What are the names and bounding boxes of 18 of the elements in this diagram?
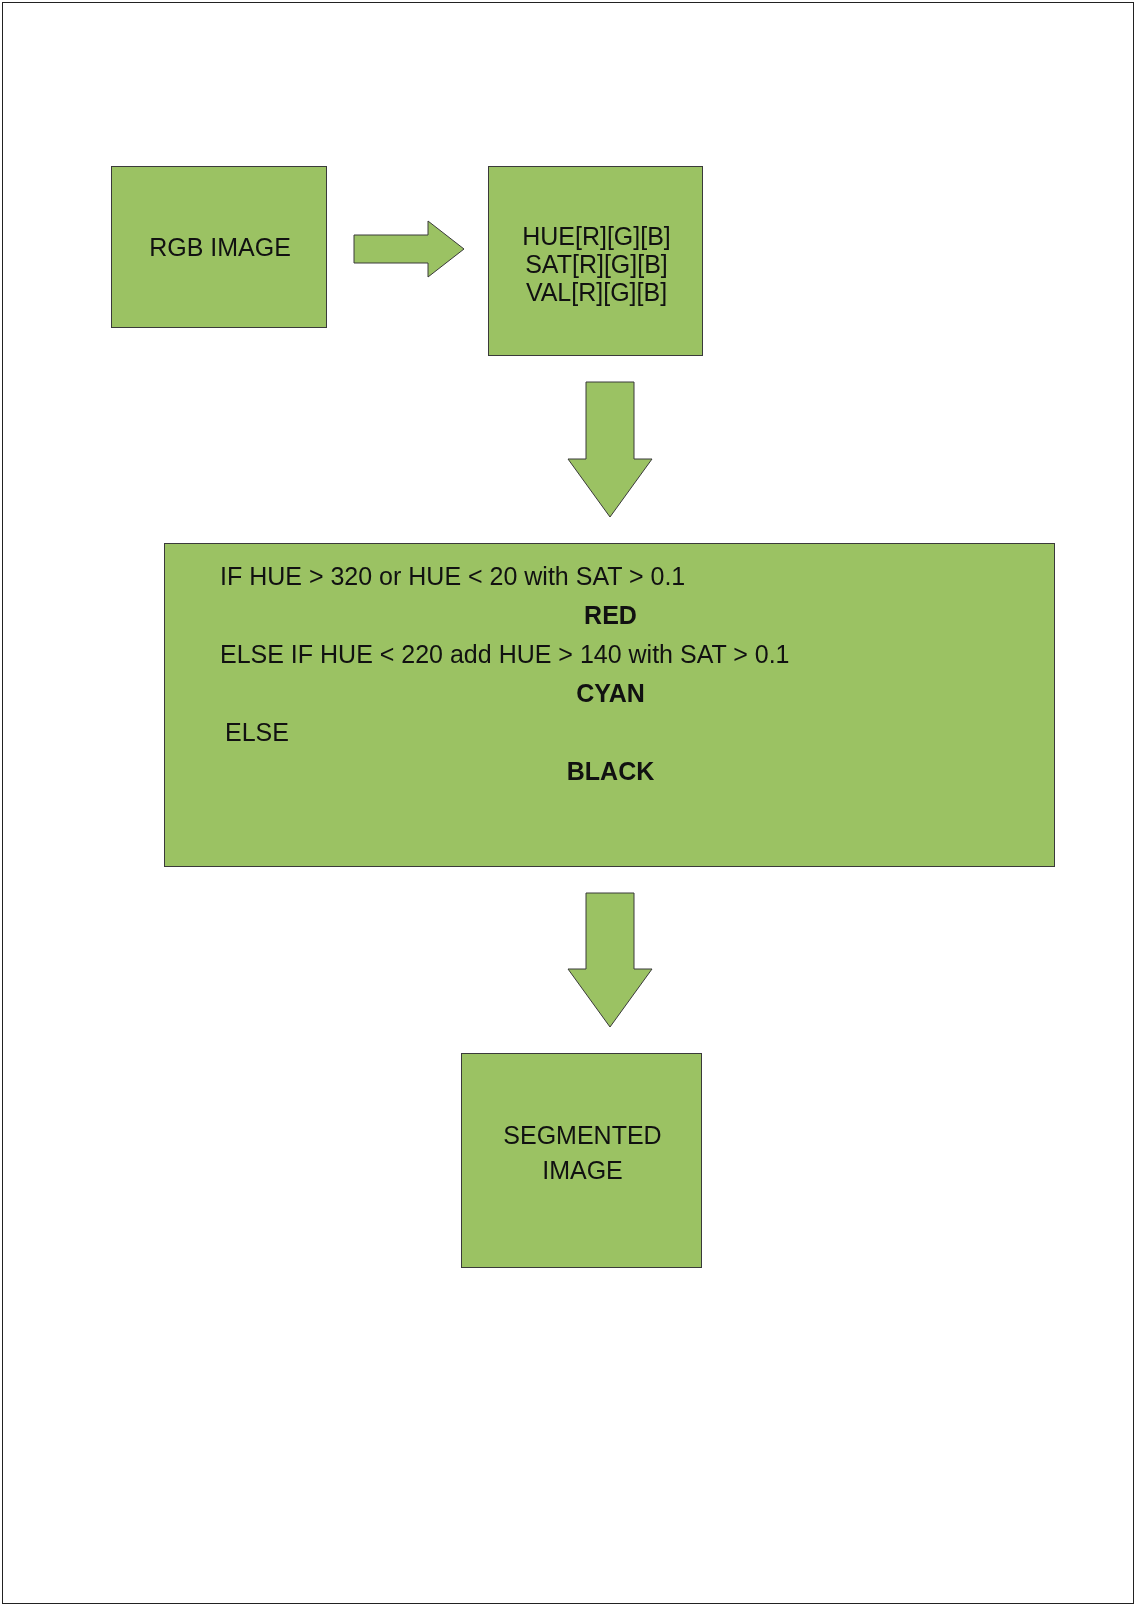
class-label: BLACK [565, 757, 656, 785]
process-box [164, 543, 1055, 867]
node-label: SEGMENTED IMAGE [502, 1120, 663, 1186]
rule-text: ELSE [225, 718, 290, 746]
channel-label: VAL[R][G][B] [524, 278, 669, 306]
process-box [461, 1053, 702, 1268]
channel-label: SAT[R][G][B] [524, 250, 669, 278]
channel-label: HUE[R][G][B] [521, 222, 672, 250]
node-label: RGB IMAGE [148, 233, 292, 261]
block-arrow [353, 220, 465, 278]
rule-text: ELSE IF HUE < 220 add HUE > 140 with SAT > 0.1 [220, 640, 791, 668]
class-label: CYAN [575, 679, 646, 707]
block-arrow [567, 381, 653, 518]
class-label: RED [583, 601, 638, 629]
process-box [111, 166, 327, 328]
block-arrow [567, 892, 653, 1028]
process-box [488, 166, 703, 356]
rule-text: IF HUE > 320 or HUE < 20 with SAT > 0.1 [220, 562, 687, 590]
